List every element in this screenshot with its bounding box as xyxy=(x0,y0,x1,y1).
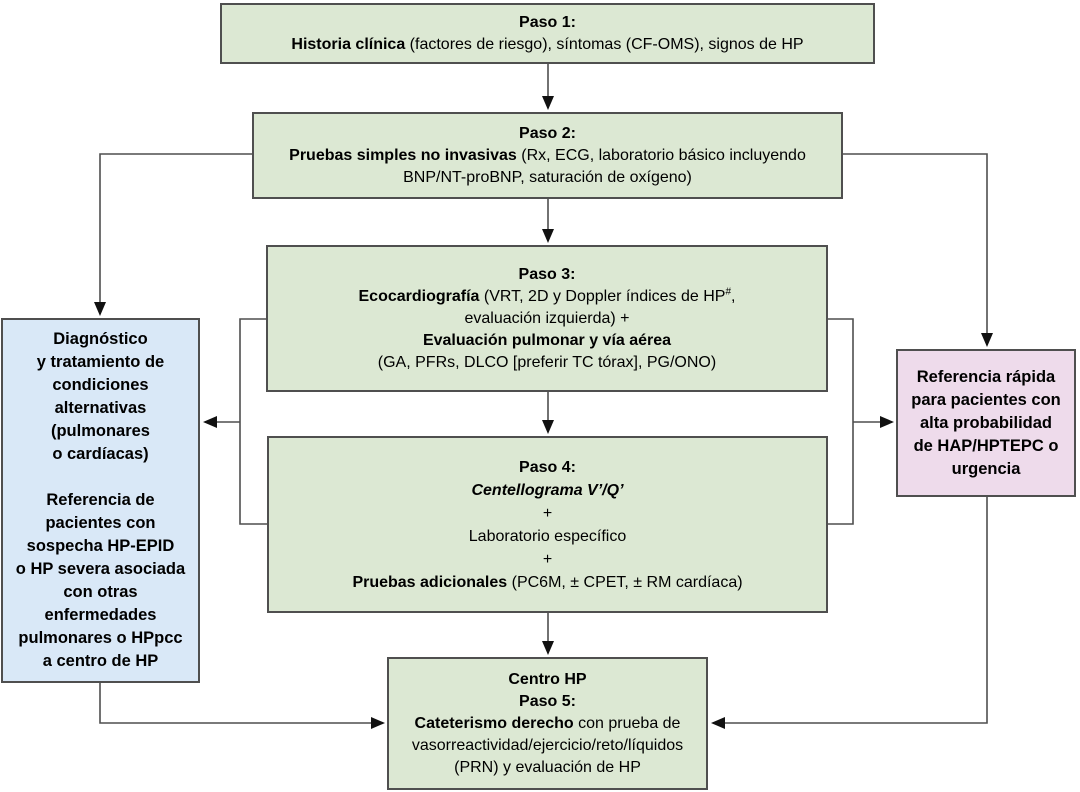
step3-title: Paso 3: xyxy=(518,265,576,283)
text-line: alta probabilidad xyxy=(919,413,1053,432)
text-line: condiciones xyxy=(52,376,149,394)
step4-extra-rest: (PC6M, ± CPET, ± RM cardíaca) xyxy=(507,573,743,591)
step1-line1-rest: (factores de riesgo), síntomas (CF-OMS),… xyxy=(405,35,804,53)
step3-line1-bold: Ecocardiografía xyxy=(358,287,480,305)
text-line: alternativas xyxy=(54,399,147,417)
step3-line4: (GA, PFRs, DLCO [preferir TC tórax], PG/… xyxy=(377,353,717,371)
step3-line1-rest: (VRT, 2D y Doppler índices de HP xyxy=(479,287,726,305)
text-line: pulmonares o HPpcc xyxy=(18,629,183,647)
alternative-diagnosis-paragraph: Diagnóstico y tratamiento de condiciones… xyxy=(37,328,164,466)
referral-paragraph: Referencia de pacientes con sospecha HP-… xyxy=(16,489,185,673)
step4-extra-bold: Pruebas adicionales xyxy=(352,573,508,591)
step5-line1-rest: con prueba de xyxy=(573,714,681,732)
text-line: o cardíacas) xyxy=(52,445,149,463)
text-line: a centro de HP xyxy=(42,652,159,670)
step3-box: Paso 3: Ecocardiografía (VRT, 2D y Doppl… xyxy=(266,245,828,392)
arrow-step2-to-left-box xyxy=(94,153,252,316)
step4-plus1: + xyxy=(542,504,553,522)
step5-line1-bold: Cateterismo derecho xyxy=(414,714,574,732)
text-line: Referencia de xyxy=(46,491,155,509)
step3-line1-tail: , xyxy=(731,287,736,305)
step2-line1-bold: Pruebas simples no invasivas xyxy=(289,146,517,164)
text-line: urgencia xyxy=(951,459,1021,478)
text-line: Referencia rápida xyxy=(916,367,1056,386)
bracket-left-steps3-4 xyxy=(239,318,268,525)
step1-line1: Historia clínica (factores de riesgo), s… xyxy=(291,34,803,56)
step5-center-label: Centro HP xyxy=(508,670,587,688)
text-line: sospecha HP-EPID xyxy=(26,537,175,555)
arrow-left-box-to-step5 xyxy=(99,683,385,729)
step2-box: Paso 2: Pruebas simples no invasivas (Rx… xyxy=(252,112,843,199)
step2-line1-rest: (Rx, ECG, laboratorio básico incluyendo xyxy=(516,146,806,164)
text-line: para pacientes con xyxy=(911,390,1061,409)
step2-line1: Pruebas simples no invasivas (Rx, ECG, l… xyxy=(289,145,806,167)
arrow-right-box-to-step5 xyxy=(711,496,988,729)
step4-lab-line: Laboratorio específico xyxy=(468,527,627,545)
step3-line3-bold: Evaluación pulmonar y vía aérea xyxy=(422,331,672,349)
text-line: pacientes con xyxy=(45,514,156,532)
step4-extra-line: Pruebas adicionales (PC6M, ± CPET, ± RM … xyxy=(352,571,742,594)
step2-title: Paso 2: xyxy=(519,124,576,142)
step4-plus2: + xyxy=(542,550,553,568)
step4-scan-line: Centellograma V’/Q’ xyxy=(471,481,624,499)
step1-box: Paso 1: Historia clínica (factores de ri… xyxy=(220,3,875,64)
step3-line2: evaluación izquierda) + xyxy=(464,309,630,327)
step3-line1: Ecocardiografía (VRT, 2D y Doppler índic… xyxy=(359,286,736,308)
step5-line3: (PRN) y evaluación de HP xyxy=(454,758,641,776)
text-line: y tratamiento de xyxy=(36,353,165,371)
step1-line1-bold: Historia clínica xyxy=(291,35,406,53)
step5-line2: vasorreactividad/ejercicio/reto/líquidos xyxy=(411,736,684,754)
alternative-diagnosis-box: Diagnóstico y tratamiento de condiciones… xyxy=(1,318,200,683)
bracket-right-steps3-4 xyxy=(826,318,854,525)
step1-title: Paso 1: xyxy=(519,13,576,31)
step3-superscript: # xyxy=(725,286,732,298)
text-line: (pulmonares xyxy=(50,422,150,440)
step5-title: Paso 5: xyxy=(519,692,576,710)
text-line: Diagnóstico xyxy=(53,330,148,348)
step5-box: Centro HP Paso 5: Cateterismo derecho co… xyxy=(387,657,708,790)
text-line: enfermedades xyxy=(44,606,157,624)
arrow-step2-to-right-box xyxy=(843,153,993,347)
step5-line1: Cateterismo derecho con prueba de xyxy=(415,713,681,735)
fast-referral-box: Referencia rápida para pacientes con alt… xyxy=(896,349,1076,497)
text-line: de HAP/HPTEPC o xyxy=(913,436,1059,455)
step2-line2: BNP/NT-proBNP, saturación de oxígeno) xyxy=(403,168,692,186)
step4-title: Paso 4: xyxy=(519,458,576,476)
text-line: con otras xyxy=(63,583,138,601)
step4-box: Paso 4: Centellograma V’/Q’ + Laboratori… xyxy=(267,436,828,613)
text-line: o HP severa asociada xyxy=(15,560,186,578)
